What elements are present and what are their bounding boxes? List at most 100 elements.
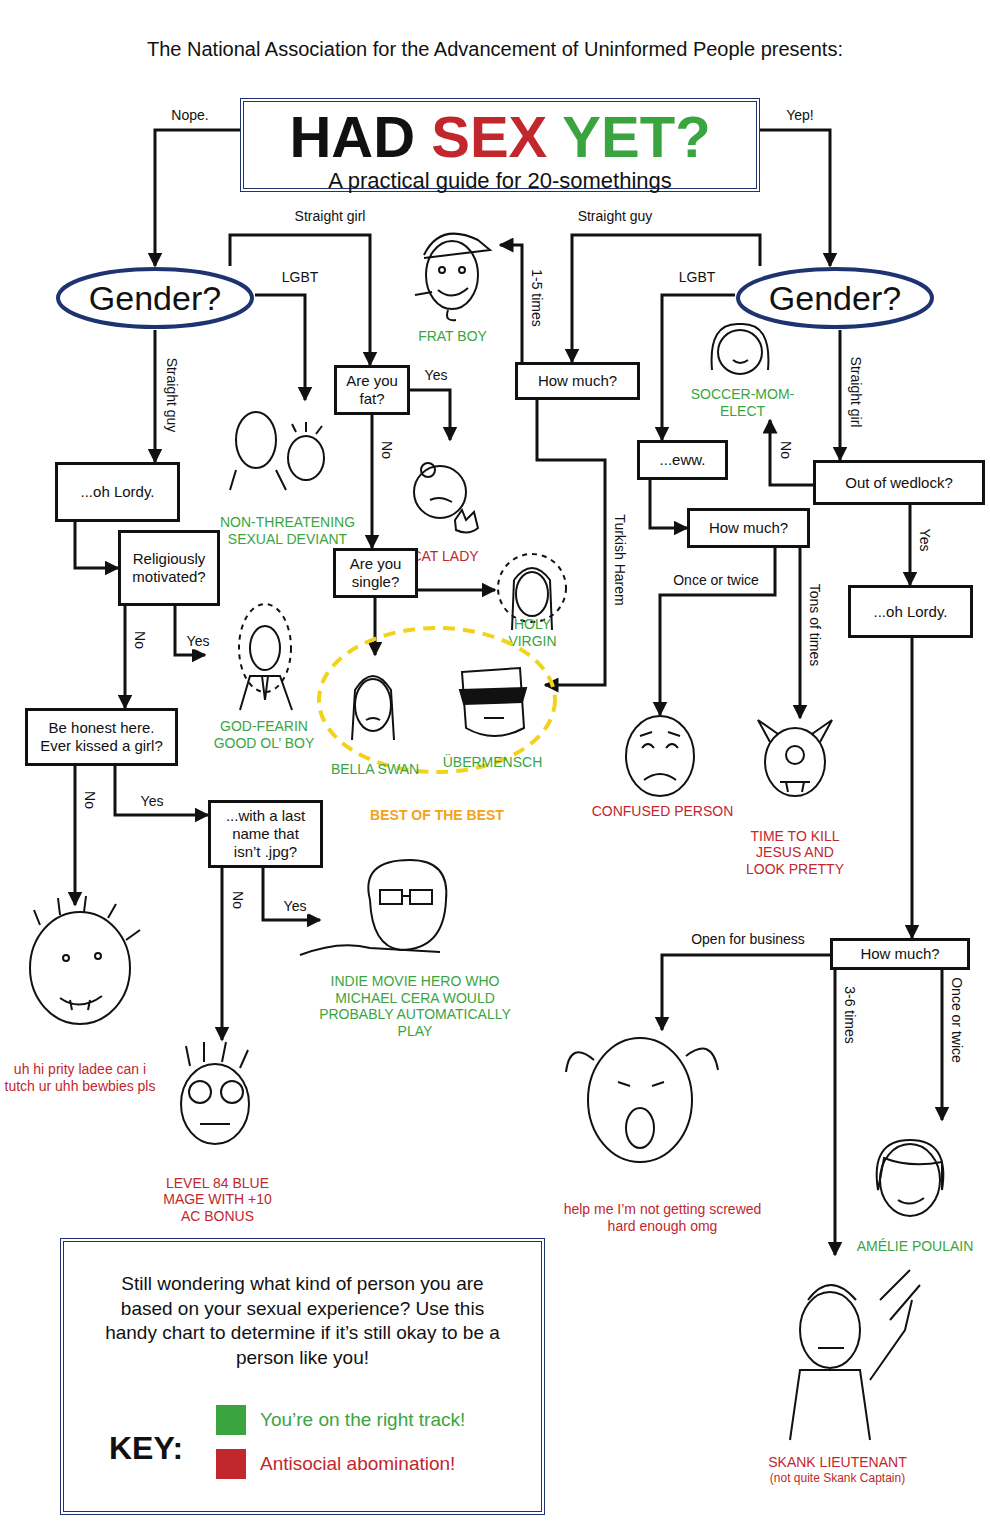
sketch-stroke (718, 330, 762, 374)
sketch-stroke (240, 676, 292, 710)
character-caption: HOLY VIRGIN (489, 616, 576, 650)
edge-label: 1-5 times (528, 267, 543, 329)
box-text: Out of wedlock? (845, 474, 953, 492)
node-char: FRAT BOY (405, 210, 500, 345)
character-name: HOLY VIRGIN (489, 616, 576, 650)
oval-shape (738, 269, 932, 327)
node-box: ...oh Lordy. (55, 462, 180, 522)
node-title: HAD SEX YET?A practical guide for 20-som… (240, 98, 760, 192)
box-text: ...oh Lordy. (81, 483, 155, 501)
sketch-stroke (765, 728, 825, 796)
character-caption: uh hi prity ladee can i tutch ur uhh bew… (4, 1061, 156, 1095)
deviant-sketch (230, 412, 324, 490)
sketch-stroke (60, 996, 102, 1010)
character-caption: LEVEL 84 BLUE MAGE WITH +10 AC BONUS (154, 1175, 281, 1225)
sketch-stroke (292, 422, 322, 434)
character-name: GOD-FEARIN GOOD OL’ BOY (199, 718, 329, 752)
edge-label: Nope. (169, 108, 210, 123)
edge-label: Tons of times (806, 582, 821, 668)
connector (941, 970, 944, 1120)
confused-sketch (626, 716, 694, 796)
connector (650, 480, 687, 528)
character-name: help me I’m not getting screwed hard eno… (554, 1201, 771, 1235)
node-char: HOLY VIRGIN (495, 545, 570, 650)
cat-lady-sketch (414, 463, 478, 533)
sketch-stroke (800, 1292, 860, 1368)
character-name: SKANK LIEUTENANT (739, 1454, 936, 1471)
amelie-sketch (877, 1140, 944, 1216)
sketch-stroke (186, 1042, 248, 1068)
dashed-ring (319, 628, 555, 772)
sketch-stroke (430, 498, 452, 502)
edge-label: Yes (916, 527, 931, 554)
sketch-stroke (758, 720, 832, 742)
sketch-stroke (424, 234, 490, 258)
node-box: ...oh Lordy. (848, 585, 973, 638)
connector (834, 970, 837, 1255)
edge-label: No (777, 439, 792, 461)
indie-hero-sketch (300, 860, 446, 955)
ring-outline (316, 625, 558, 825)
edge-label: Yes (185, 634, 212, 649)
character-caption: NON-THREATENING SEXUAL DEVIANT (219, 514, 356, 548)
legend-row: You’re on the right track! (216, 1398, 465, 1442)
sketch-stroke (588, 1038, 692, 1162)
character-caption: AMÉLIE POULAIN (844, 1238, 986, 1255)
sketch-stroke (880, 1144, 940, 1216)
character-caption: SOCCER-MOM-ELECT (679, 386, 806, 420)
node-char: INDIE MOVIE HERO WHO MICHAEL CERA WOULD … (320, 860, 510, 1040)
node-oval: Gender? (55, 266, 255, 330)
character-name: FRAT BOY (399, 328, 506, 345)
character-caption: SKANK LIEUTENANT(not quite Skank Captain… (739, 1454, 936, 1485)
node-box: Be honest here. Ever kissed a girl? (25, 708, 178, 766)
mage-sketch (181, 1042, 249, 1144)
connector (155, 130, 240, 266)
uh-hi-sketch (30, 896, 140, 1024)
character-name: INDIE MOVIE HERO WHO MICHAEL CERA WOULD … (314, 973, 516, 1040)
character-name: ÜBERMENSCH (434, 754, 551, 771)
good-ol-boy-sketch (239, 604, 292, 710)
character-caption: GOD-FEARIN GOOD OL’ BOY (199, 718, 329, 752)
sketch-stroke (498, 554, 566, 622)
character-caption: INDIE MOVIE HERO WHO MICHAEL CERA WOULD … (314, 973, 516, 1040)
box-text: ...with a last name that isn’t .jpg? (217, 807, 314, 861)
node-char: TIME TO KILL JESUS AND LOOK PRETTY (750, 718, 840, 878)
legend-text: You’re on the right track! (260, 1409, 465, 1431)
best-ring-figures (352, 668, 526, 740)
sketch-stroke (181, 1064, 249, 1144)
help-me-sketch (566, 1038, 718, 1162)
sketch-stroke (63, 955, 69, 961)
edge-label: Turkish Harem (611, 512, 626, 607)
sketch-stroke (230, 470, 286, 490)
title-word: SEX (431, 104, 562, 169)
connector (418, 589, 495, 592)
sketch-stroke (447, 310, 456, 320)
box-text: How much? (860, 945, 939, 963)
soccer-mom-sketch (712, 324, 769, 374)
box-text: ...oh Lordy. (874, 603, 948, 621)
sketch-stroke (808, 1285, 856, 1348)
oval-text: Gender? (769, 279, 901, 318)
connector (115, 766, 208, 815)
box-text: How much? (538, 372, 617, 390)
connector (124, 606, 127, 708)
character-caption: BELLA SWAN (324, 761, 426, 778)
character-name: SOCCER-MOM-ELECT (679, 386, 806, 420)
sketch-stroke (459, 267, 465, 273)
sketch-stroke (366, 718, 380, 720)
node-char: AMÉLIE POULAIN (850, 1120, 980, 1255)
connector (662, 955, 830, 1030)
connector (909, 505, 912, 585)
sketch-stroke (30, 912, 130, 1024)
legend-key: KEY: (109, 1430, 183, 1467)
sketch-stroke (640, 732, 680, 780)
edge-label: Straight guy (576, 209, 655, 224)
sketch-stroke (189, 1081, 211, 1103)
sketch-stroke (898, 1198, 924, 1204)
node-box: ...eww. (637, 440, 728, 480)
sketch-stroke (712, 324, 769, 370)
ring-label: BEST OF THE BEST (316, 807, 558, 823)
node-char: CAT LADY (405, 440, 485, 565)
character-name: (not quite Skank Captain) (739, 1471, 936, 1485)
